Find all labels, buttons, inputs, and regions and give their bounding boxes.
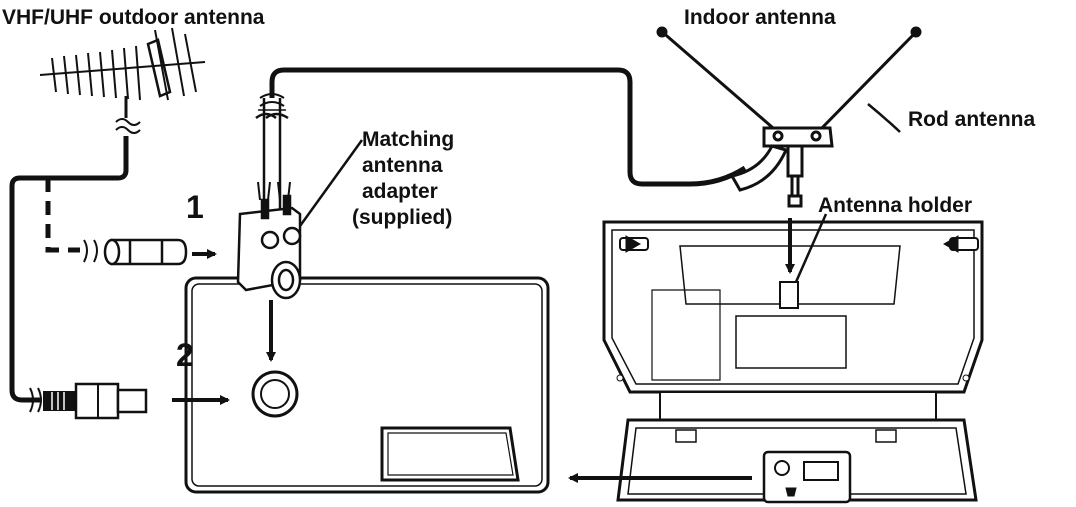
flat-feeder-end-icon xyxy=(103,238,188,266)
outdoor-antenna-icon xyxy=(39,27,206,134)
dashed-break-icon xyxy=(83,239,98,263)
adapter-label-line1: Matching xyxy=(362,128,454,151)
outdoor-cable xyxy=(9,136,129,403)
step-1-label: 1 xyxy=(186,189,204,225)
indoor-antenna-label: Indoor antenna xyxy=(684,6,836,29)
adapter-label-line2: antenna xyxy=(362,154,443,177)
antenna-holder-label: Antenna holder xyxy=(818,194,972,217)
rod-antenna-pointer xyxy=(867,103,901,133)
indoor-antenna-cable xyxy=(269,67,747,187)
adapter-pointer xyxy=(298,139,364,227)
adapter-label-line3: adapter xyxy=(362,180,438,203)
dashed-feeder xyxy=(45,178,80,253)
cable-break-icon xyxy=(259,93,285,107)
holder-pointer xyxy=(794,213,828,283)
step-2-label: 2 xyxy=(176,337,194,373)
matching-adapter-icon xyxy=(236,98,302,300)
tv-rear-view xyxy=(602,220,984,504)
tv-rear-panel xyxy=(184,276,550,494)
coax-plug-icon xyxy=(29,382,148,420)
rod-antenna-label: Rod antenna xyxy=(908,108,1035,131)
adapter-label-line4: (supplied) xyxy=(352,206,452,229)
indoor-antenna-icon xyxy=(656,26,922,208)
outdoor-antenna-label: VHF/UHF outdoor antenna xyxy=(2,6,265,29)
